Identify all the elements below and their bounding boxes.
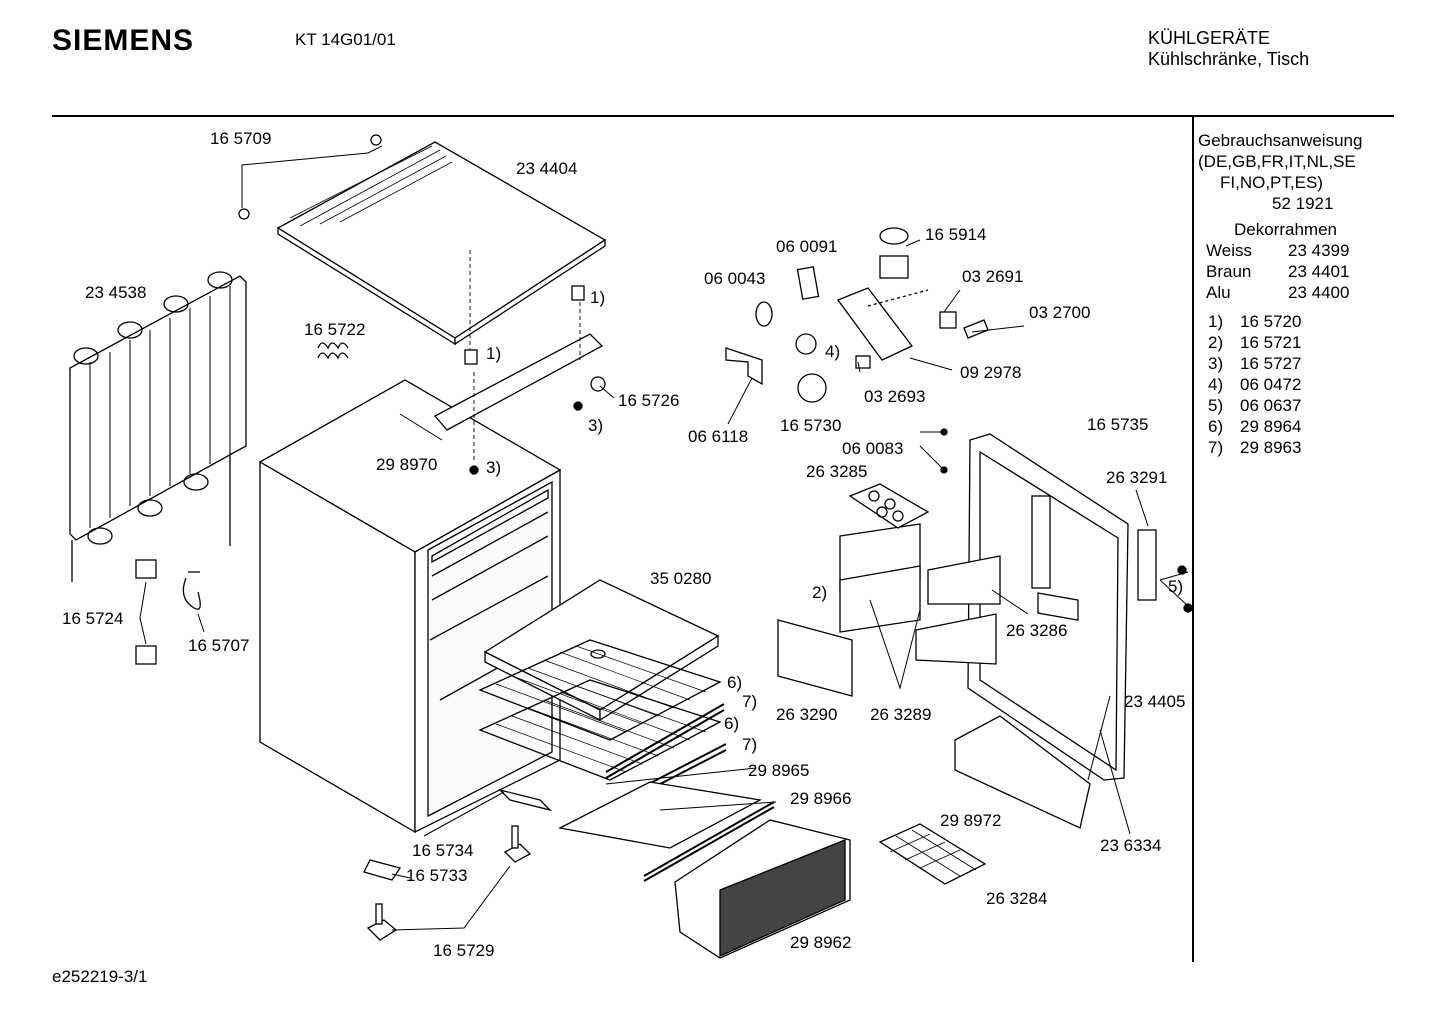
hinge-icon: [363, 788, 553, 881]
part-label: 29 8970: [376, 455, 437, 474]
part-label: 06 0083: [842, 439, 903, 458]
ref-label: 3): [588, 416, 603, 435]
thermostat-assembly: [725, 227, 989, 403]
ref-label: 4): [825, 342, 840, 361]
model-number: KT 14G01/01: [295, 30, 396, 49]
part-label: 16 5734: [412, 841, 473, 860]
part-label: 29 8965: [748, 761, 809, 780]
frame-part: 23 4400: [1288, 283, 1350, 302]
part-label: 26 3290: [776, 705, 837, 724]
footnote-item: 3)16 5727: [1208, 354, 1302, 373]
door-bin: [777, 523, 1091, 829]
footnote-item: 4)06 0472: [1208, 375, 1302, 394]
manual-languages: (DE,GB,FR,IT,NL,SE: [1198, 152, 1356, 171]
part-label: 26 3291: [1106, 468, 1167, 487]
category-title: KÜHLGERÄTE: [1148, 28, 1271, 48]
cabinet-body: [258, 379, 562, 834]
frame-color: Alu: [1206, 283, 1231, 302]
part-label: 16 5729: [433, 941, 494, 960]
frame-color: Weiss: [1206, 241, 1252, 260]
ref-label: 2): [812, 583, 827, 602]
part-label: 16 5730: [780, 416, 841, 435]
top-cover: [276, 141, 607, 346]
cable-icon: [182, 571, 201, 610]
part-labels: 16 5709 23 4404 23 4538 16 5722 29 8970 …: [62, 129, 1185, 960]
manual-title: Gebrauchsanweisung: [1198, 131, 1363, 150]
footnote-item: 6)29 8964: [1208, 417, 1302, 436]
frame-part: 23 4401: [1288, 262, 1350, 281]
part-label: 23 4404: [516, 159, 577, 178]
part-label: 03 2691: [962, 267, 1023, 286]
frame-part: 23 4399: [1288, 241, 1350, 260]
glass-shelf: [483, 579, 720, 722]
category-subtitle: Kühlschränke, Tisch: [1148, 49, 1310, 69]
ref-label: 5): [1168, 577, 1183, 596]
part-label: 23 6334: [1100, 836, 1161, 855]
part-label: 16 5722: [304, 320, 365, 339]
part-label: 09 2978: [960, 363, 1021, 382]
document-id: e252219-3/1: [52, 967, 148, 986]
part-label: 06 0091: [776, 237, 837, 256]
ice-tray-icon: [878, 823, 987, 885]
part-label: 29 8966: [790, 789, 851, 808]
ref-label: 7): [742, 692, 757, 711]
part-label: 26 3284: [986, 889, 1047, 908]
cover-rail: [433, 250, 606, 475]
ref-label: 1): [590, 288, 605, 307]
part-label: 03 2700: [1029, 303, 1090, 322]
frame-table: Weiss 23 4399 Braun 23 4401 Alu 23 4400: [1206, 240, 1388, 303]
header-divider: [52, 115, 1394, 117]
footnote-item: 1)16 5720: [1208, 312, 1302, 331]
frame-title: Dekorrahmen: [1234, 220, 1337, 239]
shelf-trim: [557, 703, 775, 882]
part-label: 06 0043: [704, 269, 765, 288]
part-label: 16 5733: [406, 866, 467, 885]
part-label: 23 4405: [1124, 692, 1185, 711]
part-label: 16 5914: [925, 225, 986, 244]
part-label: 29 8962: [790, 933, 851, 952]
part-label: 16 5724: [62, 609, 123, 628]
footnote-item: 2)16 5721: [1208, 333, 1302, 352]
part-label: 26 3285: [806, 462, 867, 481]
footnote-list: 1)16 5720 2)16 5721 3)16 5727 4)06 0472 …: [1208, 311, 1388, 458]
part-label: 16 5709: [210, 129, 271, 148]
manual-languages-cont: FI,NO,PT,ES): [1220, 173, 1323, 192]
crisper-drawer: [674, 819, 851, 959]
part-label: 03 2693: [864, 387, 925, 406]
part-label: 35 0280: [650, 569, 711, 588]
frame-color: Braun: [1206, 262, 1252, 281]
relay-icon: [135, 559, 157, 665]
part-label: 29 8972: [940, 811, 1001, 830]
part-label: 23 4538: [85, 283, 146, 302]
foot-icon: [366, 825, 532, 941]
ref-label: 6): [727, 673, 742, 692]
part-label: 16 5707: [188, 636, 249, 655]
part-label: 16 5735: [1087, 415, 1148, 434]
part-label: 26 3289: [870, 705, 931, 724]
spring-icon: [317, 342, 349, 360]
ref-label: 6): [724, 714, 739, 733]
manual-part-number: 52 1921: [1272, 194, 1334, 213]
screw-icon: [238, 134, 382, 220]
part-label: 06 6118: [688, 427, 748, 446]
footnote-item: 5)06 0637: [1208, 396, 1302, 415]
ref-label: 1): [486, 344, 501, 363]
ref-label: 7): [742, 735, 757, 754]
ref-label: 3): [486, 458, 501, 477]
door-panel: [940, 428, 1193, 781]
footnote-item: 7)29 8963: [1208, 438, 1302, 457]
brand-logo: SIEMENS: [52, 24, 195, 57]
leader-lines: [139, 239, 1189, 931]
part-label: 16 5726: [618, 391, 679, 410]
wire-shelf: [478, 639, 722, 781]
part-label: 26 3286: [1006, 621, 1067, 640]
sidebar-divider: [1192, 117, 1194, 962]
parts-sidebar: Gebrauchsanweisung (DE,GB,FR,IT,NL,SE FI…: [1198, 130, 1388, 458]
condenser-coil: [69, 271, 247, 582]
egg-tray-icon: [848, 483, 930, 529]
